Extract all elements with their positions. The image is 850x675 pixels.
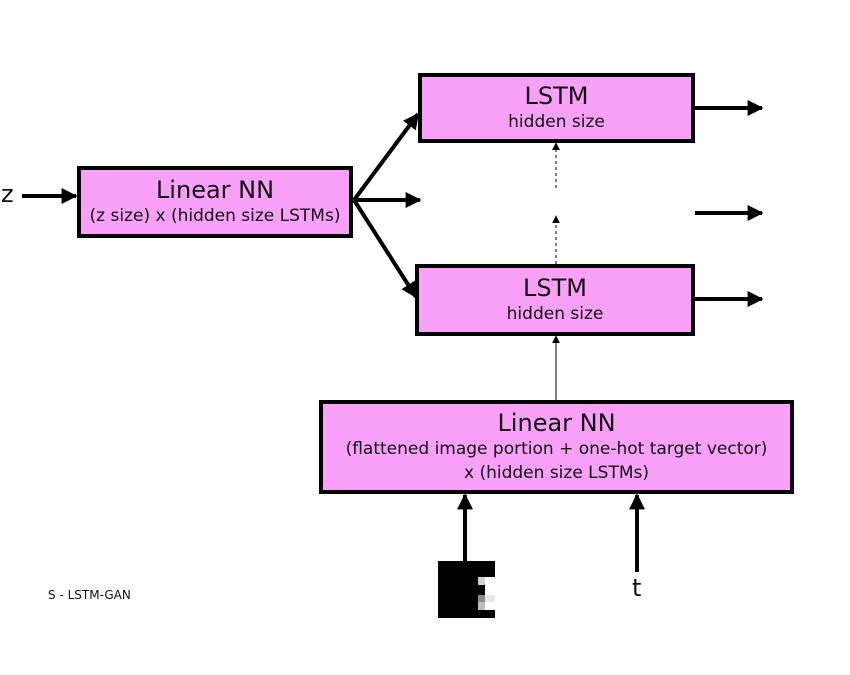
t-input-label: t — [632, 574, 642, 602]
lstm-top-title: LSTM — [524, 82, 589, 110]
pixelated-image-patch-icon — [438, 561, 495, 618]
arrow-to-lstm-top — [352, 112, 420, 202]
z-input-label: z — [1, 180, 14, 208]
linear-nn-image-line3: x (hidden size LSTMs) — [464, 463, 649, 483]
linear-nn-z-box: Linear NN (z size) x (hidden size LSTMs) — [77, 166, 353, 238]
linear-nn-image-title: Linear NN — [497, 409, 616, 437]
lstm-top-box: LSTM hidden size — [418, 73, 695, 143]
linear-nn-image-box: Linear NN (flattened image portion + one… — [319, 400, 794, 494]
linear-nn-z-title: Linear NN — [155, 176, 275, 204]
linear-nn-image-line2: (flattened image portion + one-hot targe… — [345, 439, 768, 459]
lstm-bottom-subtitle: hidden size — [506, 304, 604, 324]
lstm-bottom-title: LSTM — [523, 274, 587, 302]
footer-label: S - LSTM-GAN — [48, 588, 131, 602]
lstm-top-subtitle: hidden size — [508, 112, 605, 132]
lstm-bottom-box: LSTM hidden size — [415, 264, 695, 336]
linear-nn-z-subtitle: (z size) x (hidden size LSTMs) — [89, 206, 341, 226]
arrow-to-lstm-bottom — [352, 198, 418, 299]
